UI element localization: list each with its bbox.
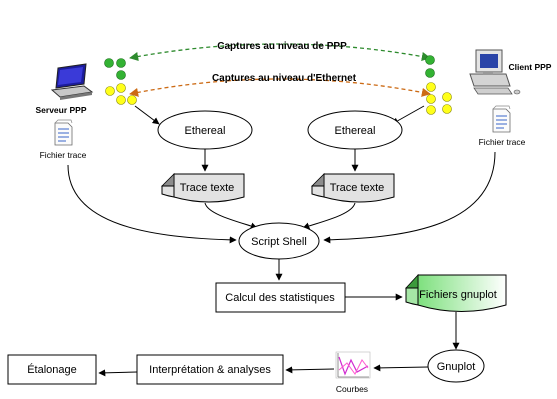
arrow-gnuplot-to-courbes [373,364,429,372]
ethernet-capture-arrow [129,78,431,97]
interpretation-box [136,354,284,385]
gnuplot-node [427,349,485,383]
etalonage-box [7,354,97,385]
ethernet-capture-label: Captures au niveau d'Ethernet [212,73,357,84]
trace-texte-label-right: Trace texte [330,182,385,194]
curves-chart-icon [335,351,371,379]
arrow-dots-to-ethereal-left [134,105,160,125]
ethereal-label-right: Ethereal [335,125,376,137]
client-interface-dots [425,55,452,115]
client-label: Client PPP [509,62,552,72]
etalonage-label: Étalonage [27,363,77,376]
trace-texte-label-left: Trace texte [180,182,235,194]
gnuplot-label: Gnuplot [437,361,476,373]
arrow-trace-file-left-to-script [67,164,237,244]
ppp-capture-arrow [129,43,431,61]
trace-file-icon-left [54,119,73,146]
gnuplot-files-doc [405,273,507,312]
arrow-courbes-to-interpretation [285,366,335,374]
server-label: Serveur PPP [35,105,86,115]
interpretation-label: Interprétation & analyses [149,364,271,376]
arrow-trace-texte-left-to-script [204,202,258,230]
computer-icon [469,49,521,95]
calcul-label: Calcul des statistiques [225,292,335,304]
laptop-icon [50,63,94,100]
gnuplot-files-label: Fichiers gnuplot [419,289,497,301]
ethereal-label-left: Ethereal [185,125,226,137]
arrow-interpretation-to-etalonage [98,369,138,377]
trace-file-icon-right [492,105,511,133]
arrow-trace-texte-right-to-script [302,202,356,230]
trace-file-label-left: Fichier trace [40,150,87,160]
calcul-box [215,282,346,313]
trace-texte-doc-right [311,173,395,203]
trace-texte-doc-left [161,173,245,203]
ppp-capture-label: Captures au niveau de PPP [217,41,347,52]
trace-file-label-right: Fichier trace [479,137,526,147]
arrow-trace-file-right-to-script [323,151,496,244]
script-shell-label: Script Shell [251,236,307,248]
courbes-label: Courbes [336,384,368,394]
server-interface-dots [104,58,137,105]
